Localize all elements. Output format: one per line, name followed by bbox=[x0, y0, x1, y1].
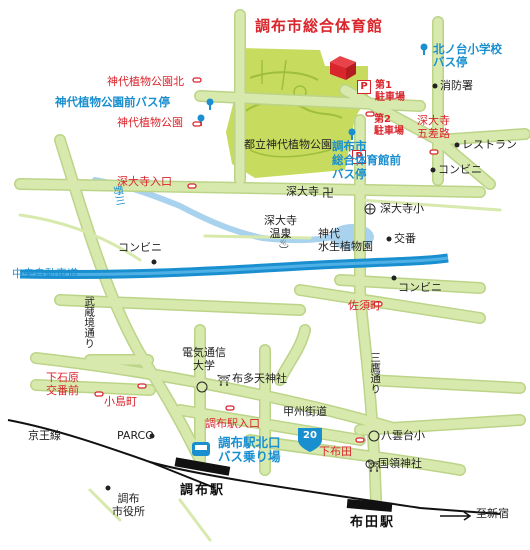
label-yakumo-school: 八雲台小 bbox=[381, 429, 425, 442]
label-jindaiji-school: 深大寺小 bbox=[380, 202, 424, 215]
onsen-symbol: ♨ bbox=[278, 237, 290, 252]
place-dots bbox=[105, 83, 460, 491]
label-police-box: 交番 bbox=[394, 232, 416, 245]
route20-label: 20 bbox=[303, 430, 317, 441]
fuda-station-mark bbox=[346, 499, 393, 512]
chofu-station-mark bbox=[174, 457, 231, 476]
intersection-sazumachi: 佐須町 bbox=[348, 299, 381, 312]
label-kokuryo-shrine: 国領神社 bbox=[378, 457, 422, 470]
intersection-chofu-entrance: 調布駅入口 bbox=[205, 417, 260, 430]
bus-stop-pins bbox=[197, 43, 428, 140]
label-jindaiji-temple: 深大寺 bbox=[286, 185, 319, 198]
direction-shinjuku: 至新宿 bbox=[476, 507, 509, 520]
intersection-kojimacho: 小島町 bbox=[104, 395, 137, 408]
arrow-icon bbox=[440, 511, 472, 521]
intersection-jindaiji-entrance: 深大寺入口 bbox=[117, 175, 172, 188]
label-restaurant: レストラン bbox=[462, 138, 517, 151]
chuo-expressway bbox=[19, 253, 449, 280]
bus-stop-gym-front: 調布市 総合体育館前 バス停 bbox=[332, 139, 401, 181]
keio-line bbox=[7, 419, 501, 515]
label-jindaiji-onsen: 深大寺 温泉 bbox=[264, 214, 297, 240]
bus-stop-jindai-park: 神代植物公園前バス停 bbox=[55, 95, 170, 109]
label-city-hall: 調布 市役所 bbox=[112, 492, 145, 518]
intersection-fudaden: 下布田 bbox=[319, 445, 352, 458]
route20-shield bbox=[298, 428, 322, 452]
intersection-park-north: 神代植物公園北 bbox=[107, 75, 184, 88]
label-convenience-store: コンビニ bbox=[398, 281, 442, 294]
label-fire-station: 消防署 bbox=[440, 79, 473, 92]
parking-lot-2: 第2 駐車場 bbox=[374, 114, 404, 137]
station-fuda: 布田駅 bbox=[350, 515, 396, 530]
label-convenience-store: コンビニ bbox=[438, 163, 482, 176]
map-title: 調布市総合体育館 bbox=[255, 17, 384, 35]
label-botanical-garden: 都立神代植物公園 bbox=[244, 138, 332, 151]
road-mitaka: 三鷹通り bbox=[369, 352, 382, 394]
traffic-signal-marks bbox=[94, 77, 439, 443]
intersection-shimoishihara: 下石原 交番前 bbox=[46, 371, 79, 397]
label-futa-shrine: 布多天神社 bbox=[232, 372, 287, 385]
road-koshu-kaido: 甲州街道 bbox=[283, 405, 327, 418]
railway-keio-line: 京王線 bbox=[28, 429, 61, 442]
gym-building-icon bbox=[330, 56, 356, 80]
intersection-jindaiji-gosaro: 深大寺 五差路 bbox=[417, 114, 450, 140]
label-uec: 電気通信 大学 bbox=[182, 346, 226, 372]
label-parco: PARCO bbox=[117, 429, 154, 442]
station-chofu: 調布駅 bbox=[180, 483, 226, 498]
road-musashisakai: 武蔵境通り bbox=[83, 296, 96, 349]
parking-lot-1: 第1 駐車場 bbox=[375, 80, 405, 103]
label-aquatic-garden: 神代 水生植物園 bbox=[318, 227, 373, 253]
parking-icon: P bbox=[352, 150, 366, 164]
map-symbols bbox=[196, 203, 380, 469]
parking-icon: P bbox=[357, 80, 371, 94]
temple-symbol: 卍 bbox=[322, 186, 334, 200]
bus-icon bbox=[192, 442, 210, 456]
intersection-park: 神代植物公園 bbox=[117, 116, 183, 129]
bus-stop-kitanodai: 北ノ台小学校 バス停 bbox=[433, 42, 502, 70]
label-convenience-store: コンビニ bbox=[118, 241, 162, 254]
road-network bbox=[14, 9, 530, 542]
bus-stop-chofu-north: 調布駅北口 バス乗り場 bbox=[218, 435, 281, 465]
shrine-symbol: ⛩ bbox=[217, 374, 231, 387]
road-chuo-expressway: 中央自動車道 bbox=[12, 267, 78, 280]
kokuryo-shrine-symbol: ⛩ bbox=[367, 460, 381, 473]
